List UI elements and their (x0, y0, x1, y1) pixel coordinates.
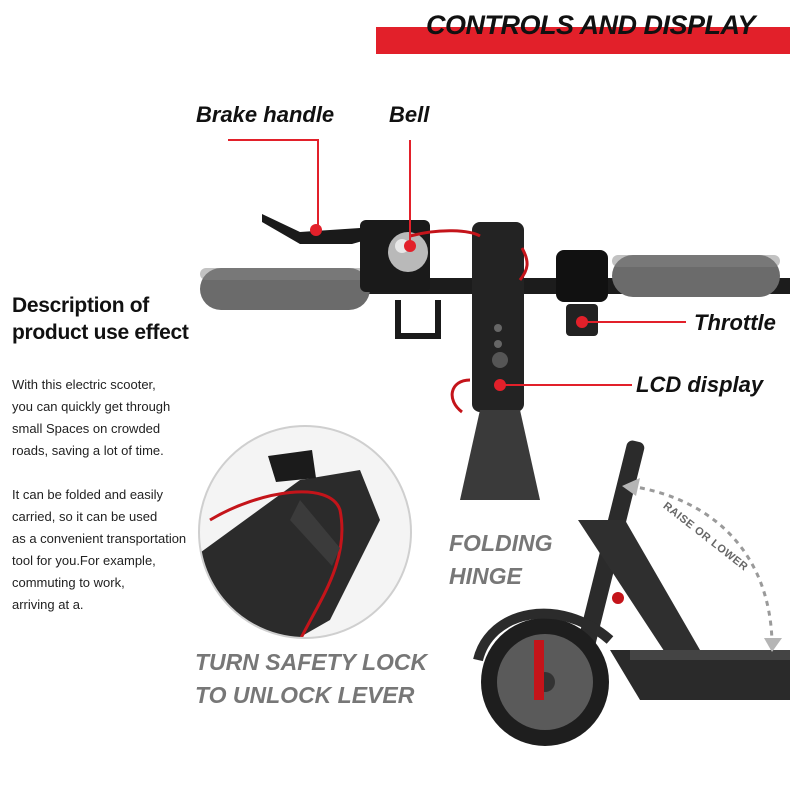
header-banner-bar (376, 27, 790, 54)
description-line: carried, so it can be used (12, 509, 158, 524)
description-line: tool for you.For example, (12, 553, 156, 568)
brake-handle-label: Brake handle (196, 102, 335, 127)
folding-hinge-caption: FOLDING HINGE (449, 527, 553, 593)
description-paragraph-1: With this electric scooter, you can quic… (12, 374, 170, 462)
caption-line: FOLDING (449, 530, 553, 556)
description-heading-line: product use effect (12, 321, 189, 344)
lcd-display-label: LCD display (636, 372, 764, 397)
bell-label: Bell (389, 102, 430, 127)
description-line: small Spaces on crowded (12, 421, 161, 436)
page-title: CONTROLS AND DISPLAY (426, 10, 756, 40)
description-line: It can be folded and easily (12, 487, 164, 502)
description-paragraph-2: It can be folded and easily carried, so … (12, 484, 186, 616)
throttle-label: Throttle (694, 310, 776, 335)
caption-line: TURN SAFETY LOCK (195, 649, 428, 675)
scooter-body (473, 440, 790, 746)
caption-line: TO UNLOCK LEVER (195, 682, 415, 708)
callout-lines (228, 139, 686, 391)
hinge-closeup-inset (198, 425, 412, 639)
description-line: you can quickly get through (12, 399, 171, 414)
description-line: roads, saving a lot of time. (12, 443, 164, 458)
description-heading: Description of product use effect (12, 292, 189, 346)
description-line: arriving at a. (12, 597, 84, 612)
description-heading-line: Description of (12, 294, 149, 317)
safety-lock-caption: TURN SAFETY LOCK TO UNLOCK LEVER (195, 646, 427, 712)
caption-line: HINGE (449, 563, 522, 589)
description-line: commuting to work, (12, 575, 125, 590)
description-line: With this electric scooter, (12, 377, 156, 392)
description-line: as a convenient transportation (12, 531, 187, 546)
